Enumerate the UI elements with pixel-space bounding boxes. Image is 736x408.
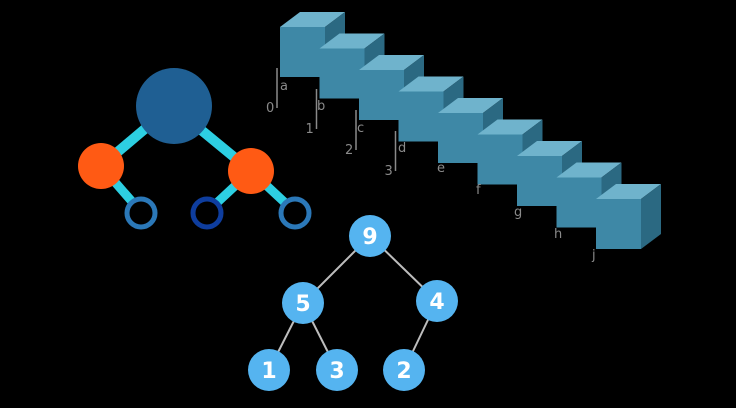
array-element-label: a xyxy=(280,79,288,94)
heap-node xyxy=(383,349,425,391)
cube-top-face xyxy=(477,119,543,135)
array-illustration: 0 1 2 3 a b c d e f g h j xyxy=(266,12,661,263)
tree-leaf-node xyxy=(278,196,312,230)
cube-top-face xyxy=(517,141,582,156)
heap-tree: 9 5 4 1 3 2 xyxy=(248,215,458,391)
cube-front-face xyxy=(596,199,641,249)
array-index-label: 2 xyxy=(345,143,353,158)
cube-front-face xyxy=(398,91,444,142)
cube-top-face xyxy=(596,184,661,199)
array-element-label: g xyxy=(514,205,522,220)
cube-front-face xyxy=(438,113,483,163)
array-index-label: 0 xyxy=(266,101,274,116)
heap-node-label: 5 xyxy=(295,292,310,317)
heap-node-label: 9 xyxy=(362,225,377,250)
tree-leaf-node xyxy=(124,196,158,230)
array-element-label: d xyxy=(398,141,406,156)
heap-node xyxy=(416,280,458,322)
tree-leaf-node xyxy=(190,196,224,230)
cube-front-face xyxy=(517,156,562,206)
cube-top-face xyxy=(319,33,385,49)
heap-node xyxy=(316,349,358,391)
binary-tree-illustration xyxy=(78,68,312,230)
array-element-label: h xyxy=(554,227,562,242)
array-element-label: j xyxy=(591,248,596,263)
cube-top-face xyxy=(359,55,424,70)
cube-top-face xyxy=(438,98,503,113)
heap-node-label: 4 xyxy=(429,290,444,315)
heap-node xyxy=(349,215,391,257)
array-element-label: f xyxy=(476,183,481,198)
array-cube xyxy=(280,12,345,77)
cube-top-face xyxy=(398,76,464,92)
cube-front-face xyxy=(359,70,404,120)
heap-node xyxy=(282,282,324,324)
array-element-label: e xyxy=(437,161,445,176)
array-element-label: c xyxy=(357,121,364,136)
cube-front-face xyxy=(280,27,325,77)
heap-node xyxy=(248,349,290,391)
tree-root-node xyxy=(136,68,212,144)
heap-node-label: 1 xyxy=(261,359,276,384)
heap-node-label: 3 xyxy=(329,359,344,384)
cube-top-face xyxy=(280,12,345,27)
cube-front-face xyxy=(477,134,523,185)
heap-node-label: 2 xyxy=(396,359,411,384)
cube-front-face xyxy=(556,177,602,228)
cube-side-face xyxy=(641,184,661,249)
array-index-label: 3 xyxy=(385,164,393,179)
tree-child-node-left xyxy=(78,143,124,189)
tree-child-node-right xyxy=(228,148,274,194)
array-cube xyxy=(596,184,661,249)
array-element-label: b xyxy=(317,99,325,114)
cube-top-face xyxy=(556,162,622,178)
cube-front-face xyxy=(319,48,365,99)
array-index-label: 1 xyxy=(306,122,314,137)
